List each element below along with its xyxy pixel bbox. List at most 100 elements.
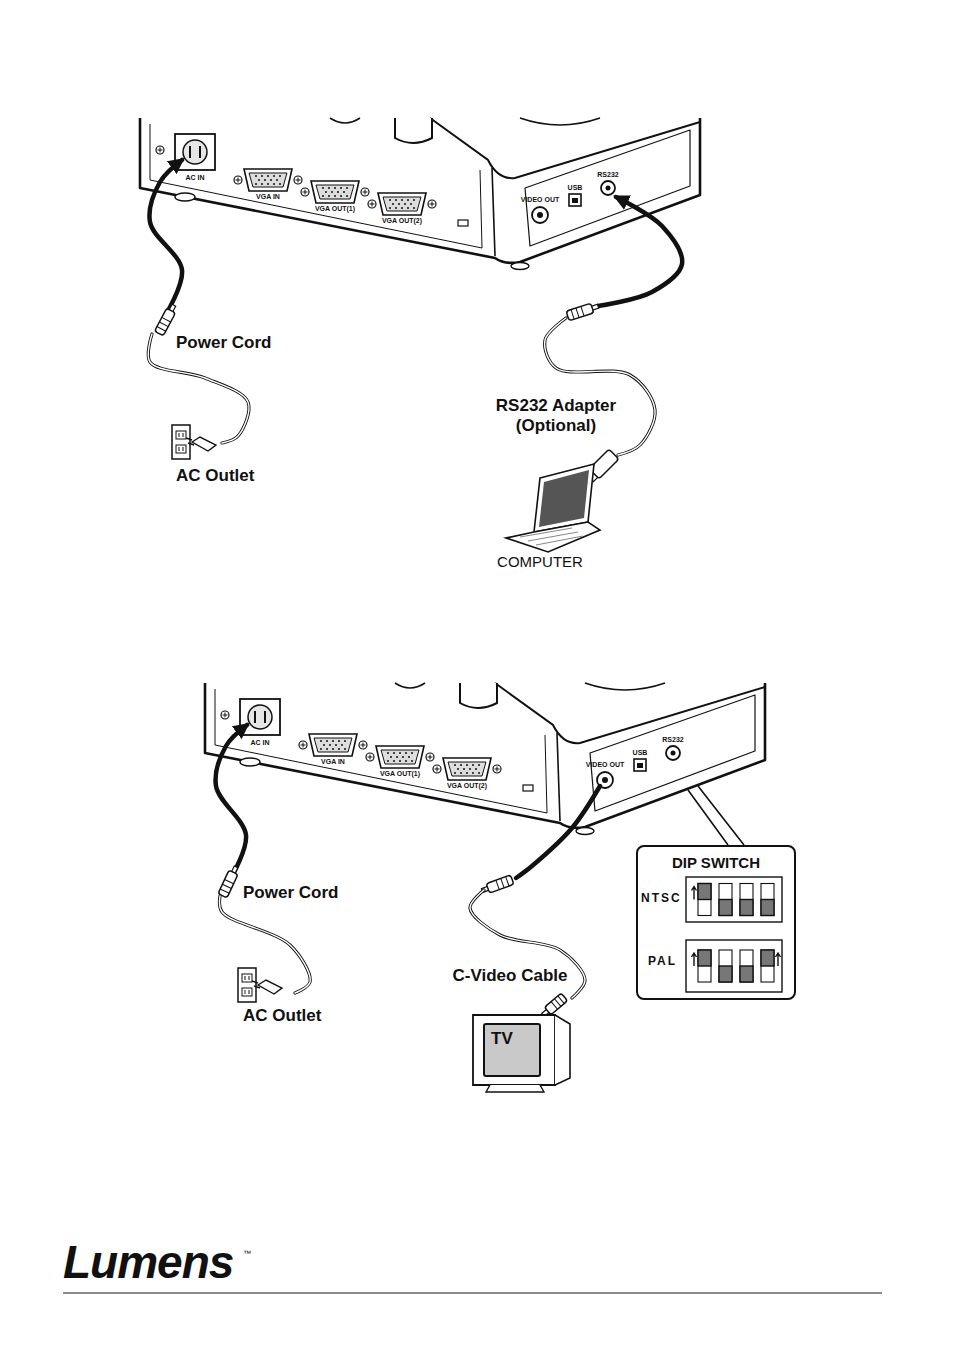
base-edge xyxy=(492,168,495,256)
screw xyxy=(221,711,229,719)
television-part xyxy=(486,1085,544,1092)
vga-port-part xyxy=(466,764,468,766)
connection-diagram-rs232 xyxy=(140,118,700,552)
screw-part xyxy=(361,188,369,196)
foot xyxy=(511,263,529,270)
vga-port-part xyxy=(387,760,389,762)
base-edge xyxy=(495,683,765,743)
plug-part xyxy=(218,870,238,898)
plug xyxy=(154,303,178,336)
vga-port-part xyxy=(328,195,330,197)
port-label: VGA OUT(1) xyxy=(380,770,420,778)
plug-part xyxy=(225,880,234,884)
vga-port-part xyxy=(311,181,359,203)
vga-port-part xyxy=(454,772,456,774)
plug-part xyxy=(551,1002,557,1010)
laptop-part xyxy=(506,522,600,552)
screw-part xyxy=(428,755,433,760)
cable-part xyxy=(216,725,247,876)
dip-switch xyxy=(692,884,712,916)
vga-port-part xyxy=(448,762,486,776)
panel-bevel xyxy=(215,689,547,813)
device-name: TV xyxy=(491,1029,533,1049)
plug-part xyxy=(220,889,229,893)
dip-switch xyxy=(719,884,732,916)
vga-port-part xyxy=(314,738,352,752)
screw-part xyxy=(430,202,435,207)
plug-part xyxy=(222,884,231,888)
dip-switch-part xyxy=(719,900,732,916)
dip-switch-part xyxy=(761,900,774,916)
dip-switch xyxy=(740,950,753,982)
dip-switch xyxy=(740,884,753,916)
screw-part xyxy=(221,711,229,719)
ac-outlet-part xyxy=(245,990,249,994)
dip-switch-part xyxy=(698,950,711,966)
thin-cable-part xyxy=(220,896,311,993)
vga-port-part xyxy=(316,185,354,199)
vga-port-part xyxy=(469,768,471,770)
screw-part xyxy=(370,202,375,207)
vga-port-part xyxy=(472,772,474,774)
plug-part xyxy=(576,308,579,318)
lock-slot xyxy=(458,220,468,226)
usb-port xyxy=(634,759,646,771)
screw xyxy=(301,188,309,196)
socket-label: AC IN xyxy=(250,739,269,747)
device-name: COMPUTER xyxy=(497,553,583,570)
plug xyxy=(218,865,241,898)
vga-port-part xyxy=(267,175,269,177)
vga-port-part xyxy=(390,756,392,758)
port-label: RS232 xyxy=(597,171,618,179)
wall-plug-part xyxy=(252,981,260,988)
dip-switch-part xyxy=(719,950,732,982)
vga-port-part xyxy=(340,195,342,197)
vga-port-part xyxy=(320,748,322,750)
laptop-part xyxy=(520,528,583,545)
vga-port-part xyxy=(478,764,480,766)
vga-port-part xyxy=(398,203,400,205)
dip-switch-part xyxy=(698,884,711,900)
laptop xyxy=(506,464,600,552)
vga-port-part xyxy=(322,195,324,197)
screw-part xyxy=(294,176,302,184)
vga-port-part xyxy=(255,183,257,185)
screw-part xyxy=(361,743,366,748)
vga-port-part xyxy=(273,175,275,177)
camera-arm xyxy=(395,118,432,143)
screw-part xyxy=(363,190,368,195)
screw-part xyxy=(495,767,500,772)
port-label: VGA OUT(1) xyxy=(315,205,355,213)
ac-outlet xyxy=(238,968,282,1002)
vga-port-part xyxy=(244,169,292,191)
dip-switch-part xyxy=(698,950,711,982)
vga-port-part xyxy=(264,179,266,181)
cable-name: Power Cord xyxy=(243,883,338,903)
vga-port-part xyxy=(381,750,419,764)
screw xyxy=(361,188,369,196)
vga-port-part xyxy=(276,179,278,181)
cable xyxy=(216,725,247,876)
plug-part xyxy=(232,866,238,873)
rs232-port-part xyxy=(666,746,680,760)
wall-plug-part xyxy=(192,437,216,451)
vga-port-part xyxy=(401,207,403,209)
port-label: USB xyxy=(568,184,583,192)
dip-switch-part xyxy=(698,884,711,916)
cable-name: C-Video Cable xyxy=(453,966,568,986)
vga-port-part xyxy=(326,748,328,750)
rs232-port-part xyxy=(671,751,676,756)
vga-port-part xyxy=(463,768,465,770)
cable-name: Power Cord xyxy=(176,333,271,353)
vga-port-part xyxy=(337,191,339,193)
vga-port-part xyxy=(378,193,426,215)
camera-base xyxy=(205,683,765,828)
vga-port-part xyxy=(460,764,462,766)
vga-port xyxy=(366,746,434,768)
video-out-port-part xyxy=(532,207,548,223)
rs232-port-part xyxy=(606,186,611,191)
vga-port-part xyxy=(402,756,404,758)
vga-port-part xyxy=(408,756,410,758)
vga-port-part xyxy=(404,203,406,205)
ac-socket-part xyxy=(183,140,207,164)
